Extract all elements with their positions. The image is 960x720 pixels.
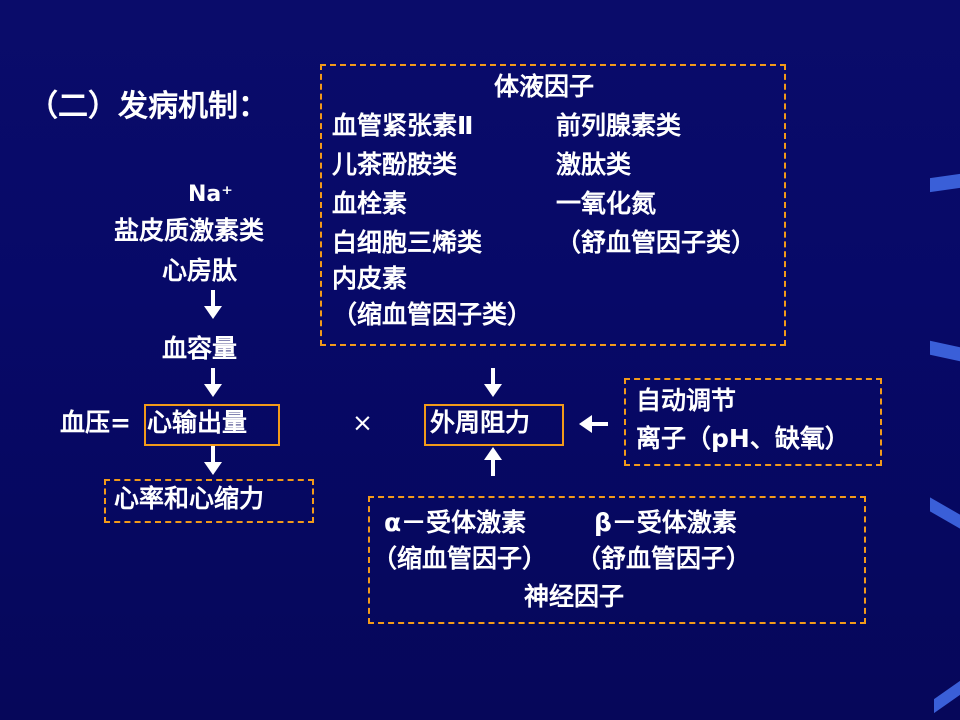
humoral-heading: 体液因子 xyxy=(494,72,595,101)
heart-rate-box xyxy=(104,479,314,523)
decor-bar xyxy=(930,173,960,193)
alpha-note: （缩血管因子） xyxy=(372,544,548,573)
humoral-item: （舒血管因子类） xyxy=(556,228,757,257)
multiply-sign: × xyxy=(352,408,373,437)
sodium-label: Na⁺ xyxy=(188,182,233,207)
beta-note: （舒血管因子） xyxy=(576,544,752,573)
down-arrow-icon xyxy=(204,368,222,397)
auto-regulation-label: 自动调节 xyxy=(636,386,737,415)
decor-bar xyxy=(934,680,960,714)
humoral-item: 一氧化氮 xyxy=(556,189,657,218)
decor-bar xyxy=(930,340,960,362)
cardiac-output-box xyxy=(144,404,280,446)
humoral-item: 内皮素 xyxy=(332,264,408,293)
aldosterone-label: 盐皮质激素类 xyxy=(114,216,265,245)
beta-receptor-label: β－受体激素 xyxy=(594,508,737,537)
auto-regulation-box xyxy=(624,378,882,466)
humoral-item: 血栓素 xyxy=(332,189,408,218)
heart-rate-label: 心率和心缩力 xyxy=(114,484,265,513)
humoral-item: 白细胞三烯类 xyxy=(332,228,483,257)
cardiac-output-label: 心输出量 xyxy=(147,408,248,437)
up-arrow-icon xyxy=(484,447,502,476)
down-arrow-icon xyxy=(204,446,222,475)
blood-volume-label: 血容量 xyxy=(162,334,238,363)
down-arrow-icon xyxy=(204,290,222,319)
decor-bar xyxy=(930,497,960,529)
peripheral-resistance-box xyxy=(424,404,564,446)
humoral-item: 前列腺素类 xyxy=(556,111,682,140)
anp-label: 心房肽 xyxy=(162,256,238,285)
page-title: （二）发病机制： xyxy=(28,89,268,124)
neural-factors-box xyxy=(368,496,866,624)
left-arrow-icon xyxy=(579,415,608,433)
humoral-item: （缩血管因子类） xyxy=(332,300,533,329)
down-arrow-icon xyxy=(484,368,502,397)
humoral-factors-box xyxy=(320,64,786,346)
neural-factors-label: 神经因子 xyxy=(524,582,625,611)
peripheral-resistance-label: 外周阻力 xyxy=(430,408,531,437)
ion-label: 离子（pH、缺氧） xyxy=(636,424,850,453)
blood-pressure-label: 血压= xyxy=(60,408,131,437)
alpha-receptor-label: α－受体激素 xyxy=(384,508,527,537)
humoral-item: 血管紧张素Ⅱ xyxy=(332,111,474,140)
humoral-item: 激肽类 xyxy=(556,150,632,179)
humoral-item: 儿茶酚胺类 xyxy=(332,150,458,179)
